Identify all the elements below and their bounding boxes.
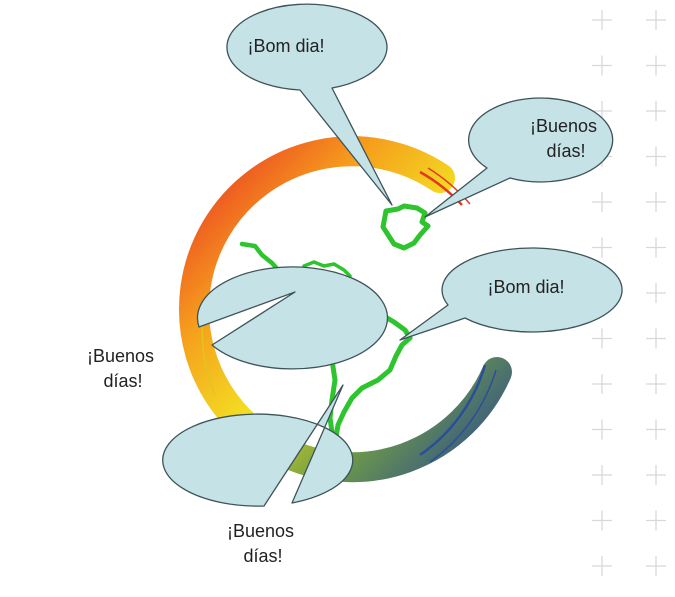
plus-mark	[646, 10, 666, 30]
plus-mark	[646, 237, 666, 258]
speech-bubbles: ¡Bom dia! ¡Buenos días! ¡Bom dia! ¡Bueno…	[87, 3, 623, 566]
plus-mark	[646, 192, 666, 212]
bubble-text-portugal: ¡Bom dia!	[247, 36, 324, 56]
bubble-text-central-america: ¡Buenos días!	[87, 346, 159, 391]
plus-mark	[592, 419, 612, 440]
plus-mark	[646, 55, 666, 76]
plus-mark	[592, 192, 612, 212]
speech-bubble-southern-cone: ¡Buenos días!	[162, 384, 354, 566]
plus-mark	[592, 465, 612, 485]
plus-mark	[592, 328, 612, 349]
plus-mark	[592, 10, 612, 30]
plus-mark	[592, 237, 612, 258]
plus-mark	[646, 419, 666, 440]
speech-bubble-portugal: ¡Bom dia!	[226, 3, 393, 206]
plus-mark	[646, 374, 666, 394]
iberia-map	[380, 203, 431, 251]
plus-mark	[646, 465, 666, 485]
plus-mark	[592, 55, 612, 76]
speech-bubble-spain: ¡Buenos días!	[424, 97, 614, 218]
plus-mark	[592, 556, 612, 576]
gradient-ring	[179, 136, 512, 483]
speech-bubble-brazil: ¡Bom dia!	[399, 247, 623, 341]
plus-mark	[646, 328, 666, 349]
plus-mark	[646, 283, 666, 303]
plus-mark	[646, 146, 666, 167]
bubble-text-spain: ¡Buenos días!	[530, 116, 602, 161]
bubble-text-brazil: ¡Bom dia!	[487, 277, 564, 297]
plus-mark	[646, 101, 666, 121]
plus-mark	[592, 510, 612, 531]
plus-mark	[646, 510, 666, 531]
speech-bubble-central-america: ¡Buenos días!	[87, 266, 389, 391]
plus-mark	[592, 374, 612, 394]
bubble-text-southern-cone: ¡Buenos días!	[227, 521, 299, 566]
plus-mark	[646, 556, 666, 576]
